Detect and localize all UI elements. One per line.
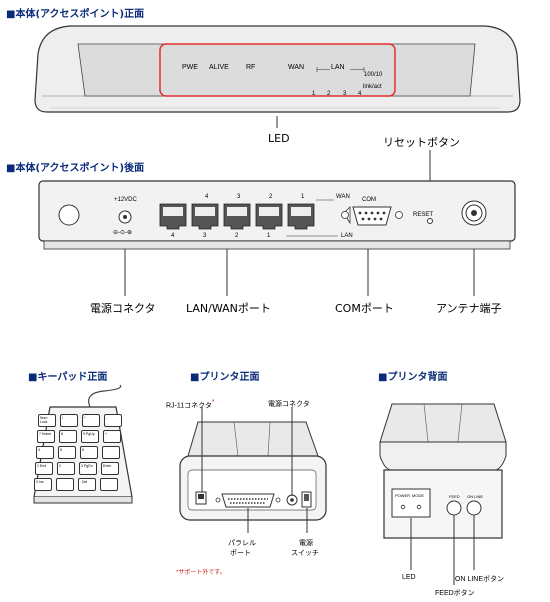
keypad-key: 9 PgUp bbox=[81, 430, 99, 443]
led-lan-label: LAN bbox=[331, 64, 345, 71]
lan-wan-port-callout: LAN/WANポート bbox=[186, 302, 271, 315]
keypad-key: . Del bbox=[78, 478, 96, 491]
keypad-key: - bbox=[104, 414, 122, 427]
online-button-callout: ON LINEボタン bbox=[455, 576, 505, 583]
rear-bottom-port-3: 3 bbox=[203, 233, 207, 239]
printer-front-section-title: ■プリンタ正面 bbox=[190, 372, 260, 383]
rj11-callout: RJ-11コネクタ* bbox=[166, 399, 215, 410]
keypad-key: 6 bbox=[80, 446, 98, 459]
rear-top-port-4: 4 bbox=[205, 194, 209, 200]
keypad-key bbox=[56, 478, 74, 491]
led-port-3: 3 bbox=[343, 91, 347, 97]
access-point-rear bbox=[38, 180, 516, 252]
rear-bottom-port-4: 4 bbox=[171, 233, 175, 239]
power-spec-label: +12VDC bbox=[114, 197, 137, 203]
led-speed-label: 100/10 bbox=[364, 72, 383, 78]
keypad-key: 5 bbox=[58, 446, 76, 459]
parallel-port-callout-1: パラレル bbox=[228, 540, 256, 547]
rear-section-title: ■本体(アクセスポイント)後面 bbox=[6, 163, 145, 174]
keypad-key: * bbox=[82, 414, 100, 427]
polarity-symbol: ⊖-⊙-⊕ bbox=[113, 230, 133, 236]
feed-button-callout: FEEDボタン bbox=[435, 590, 475, 597]
printer-power-connector-callout: 電源コネクタ bbox=[268, 401, 310, 408]
printer-online-tag: ON LINE bbox=[467, 494, 484, 499]
keypad-key: Enter bbox=[101, 462, 119, 475]
keypad-key: 7 Home bbox=[37, 430, 55, 443]
printer-feed-tag: FEED bbox=[449, 494, 460, 499]
printer-mode-tag: MODE bbox=[412, 493, 424, 498]
rj11-label: RJ-11コネクタ bbox=[166, 402, 212, 410]
reset-button-callout: リセットボタン bbox=[383, 136, 460, 149]
printer-power-tag: POWER bbox=[395, 493, 411, 498]
access-point-front bbox=[30, 24, 525, 116]
led-linkact-label: link/act bbox=[363, 84, 382, 90]
rear-top-port-3: 3 bbox=[237, 194, 241, 200]
front-led-callout: LED bbox=[268, 132, 290, 145]
power-switch-callout-2: スイッチ bbox=[291, 550, 319, 557]
rear-lan-tag: LAN bbox=[341, 233, 353, 239]
rear-com-tag: COM bbox=[362, 197, 376, 203]
printer-led-callout: LED bbox=[402, 574, 416, 581]
keypad-key: 0 Ins bbox=[34, 478, 52, 491]
printer-front-illustration bbox=[178, 412, 328, 530]
rear-reset-tag: RESET bbox=[413, 212, 434, 218]
rear-wan-tag: WAN bbox=[336, 194, 350, 200]
unsupported-footnote: *サポート外です。 bbox=[176, 570, 226, 576]
led-port-1: 1 bbox=[312, 91, 316, 97]
led-port-4: 4 bbox=[358, 91, 362, 97]
power-connector-callout: 電源コネクタ bbox=[90, 302, 156, 315]
keypad-key: / bbox=[60, 414, 78, 427]
led-rf-label: RF bbox=[246, 64, 256, 71]
rear-top-port-1: 1 bbox=[301, 194, 305, 200]
keypad-key: 3 PgDn bbox=[79, 462, 97, 475]
led-alive-label: ALIVE bbox=[209, 64, 229, 71]
parallel-port-callout-2: ポート bbox=[230, 550, 251, 557]
keypad-key: 1 End bbox=[35, 462, 53, 475]
rj11-footnote-mark: * bbox=[211, 399, 215, 406]
keypad-key: 4 bbox=[36, 446, 54, 459]
power-switch-callout-1: 電源 bbox=[299, 540, 313, 547]
keypad-key: Num Lock bbox=[38, 414, 56, 427]
keypad-key: + bbox=[103, 430, 121, 443]
keypad-section-title: ■キーパッド正面 bbox=[28, 372, 108, 383]
keypad-key bbox=[102, 446, 120, 459]
led-wan-label: WAN bbox=[288, 64, 305, 71]
printer-back-illustration bbox=[376, 396, 510, 546]
led-port-2: 2 bbox=[327, 91, 331, 97]
keypad-key: 8 bbox=[59, 430, 77, 443]
front-section-title: ■本体(アクセスポイント)正面 bbox=[6, 9, 145, 20]
led-pwe-label: PWE bbox=[182, 64, 198, 71]
antenna-callout: アンテナ端子 bbox=[436, 302, 502, 315]
keypad-key: 2 bbox=[57, 462, 75, 475]
rear-bottom-port-2: 2 bbox=[235, 233, 239, 239]
printer-back-section-title: ■プリンタ背面 bbox=[378, 372, 448, 383]
com-port-callout: COMポート bbox=[335, 302, 394, 315]
rear-bottom-port-1: 1 bbox=[267, 233, 271, 239]
keypad-key bbox=[100, 478, 118, 491]
rear-top-port-2: 2 bbox=[269, 194, 273, 200]
